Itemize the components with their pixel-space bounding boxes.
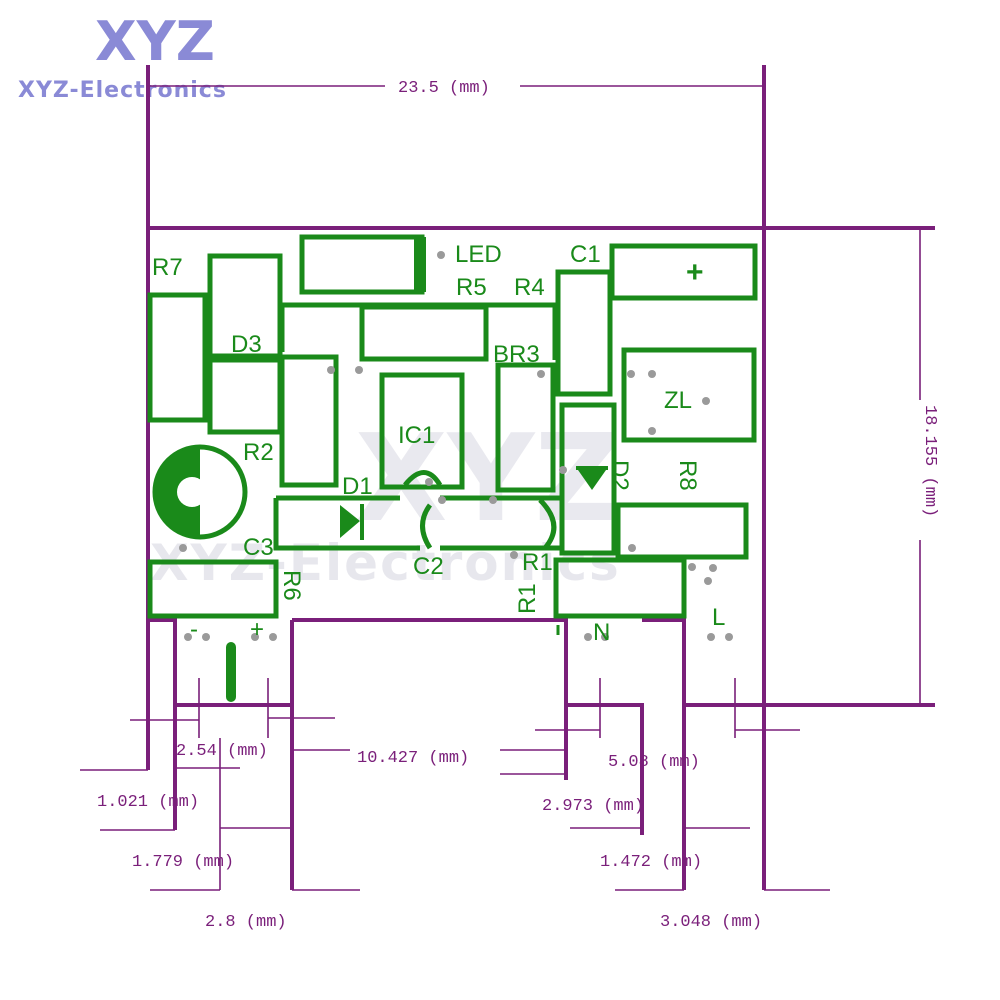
label-r4: R4 <box>514 274 545 301</box>
board-outline <box>146 65 935 890</box>
r1-cap-curve <box>538 498 557 550</box>
dim-left-offset: 1.021 (mm) <box>97 793 199 812</box>
label-r6: R6 <box>278 570 305 601</box>
d2-body <box>559 402 617 556</box>
watermark-text: XYZ <box>355 410 621 549</box>
dim-width: 23.5 (mm) <box>398 79 490 98</box>
label-c1: C1 <box>570 241 601 268</box>
label-led: LED <box>455 241 502 268</box>
c3-frame <box>273 498 420 551</box>
zl-body <box>621 347 757 443</box>
c1-body <box>609 243 758 301</box>
dim-pitch-dc: 2.54 (mm) <box>176 742 268 761</box>
label-zl: ZL <box>664 387 692 414</box>
d2-diode-symbol <box>578 470 606 490</box>
label-ic1: IC1 <box>398 422 435 449</box>
label-r1-vertical: R1 <box>514 583 541 614</box>
dim-ac-offset: 2.973 (mm) <box>542 797 644 816</box>
c2-cap-top <box>403 470 443 487</box>
dim-height: 18.155 (mm) <box>920 405 939 517</box>
d3-body-bottom <box>207 357 283 435</box>
component-outlines <box>147 234 758 702</box>
label-c2: C2 <box>413 553 444 580</box>
dimension-lines <box>80 85 921 891</box>
label-c1-plus: + <box>686 256 704 289</box>
dim-ac-tab-width: 3.048 (mm) <box>660 913 762 932</box>
label-d2: D2 <box>606 460 633 491</box>
label-n: N <box>593 619 610 646</box>
dim-pitch-ac: 5.08 (mm) <box>608 753 700 772</box>
label-d1: D1 <box>342 473 373 500</box>
led-polarity-band <box>414 237 426 292</box>
r5-body <box>359 304 489 362</box>
label-d3: D3 <box>231 331 262 358</box>
r7-body <box>147 292 208 423</box>
label-br3: BR3 <box>493 341 540 368</box>
r4-body <box>555 269 613 397</box>
label-l: L <box>712 604 725 631</box>
label-r1-horizontal: R1 <box>522 549 553 576</box>
d1-diode-symbol <box>340 505 360 538</box>
dim-center-gap: 10.427 (mm) <box>357 749 469 768</box>
led-body <box>299 234 425 295</box>
dim-ac-pin-offset: 1.472 (mm) <box>600 853 702 872</box>
label-minus: - <box>190 616 198 643</box>
label-r5: R5 <box>456 274 487 301</box>
logo-subtext: XYZ-Electronics <box>18 78 227 103</box>
component-labels: R7 D3 LED R5 R4 C1 + BR3 ZL IC1 R2 D1 D2… <box>152 241 725 646</box>
dimension-labels: 23.5 (mm) 18.155 (mm) 2.54 (mm) 10.427 (… <box>97 79 939 932</box>
label-r2: R2 <box>243 439 274 466</box>
dim-dc-tab-width: 2.8 (mm) <box>205 913 287 932</box>
ic1-body <box>379 372 465 490</box>
br3-frame <box>279 302 558 360</box>
br3-body <box>495 362 556 493</box>
r6-body <box>147 559 279 619</box>
label-r8: R8 <box>674 460 701 491</box>
label-r7: R7 <box>152 254 183 281</box>
r1-body <box>553 557 687 619</box>
dim-dc-pin-offset: 1.779 (mm) <box>132 853 234 872</box>
r2-body <box>279 354 339 488</box>
r8-body <box>615 502 749 560</box>
pads <box>179 251 733 641</box>
logo-text: XYZ <box>95 10 215 73</box>
c2-cap-left <box>420 503 433 550</box>
label-plus: + <box>250 616 264 643</box>
label-c3: C3 <box>243 534 274 561</box>
dc-jumper-bar <box>226 642 236 702</box>
